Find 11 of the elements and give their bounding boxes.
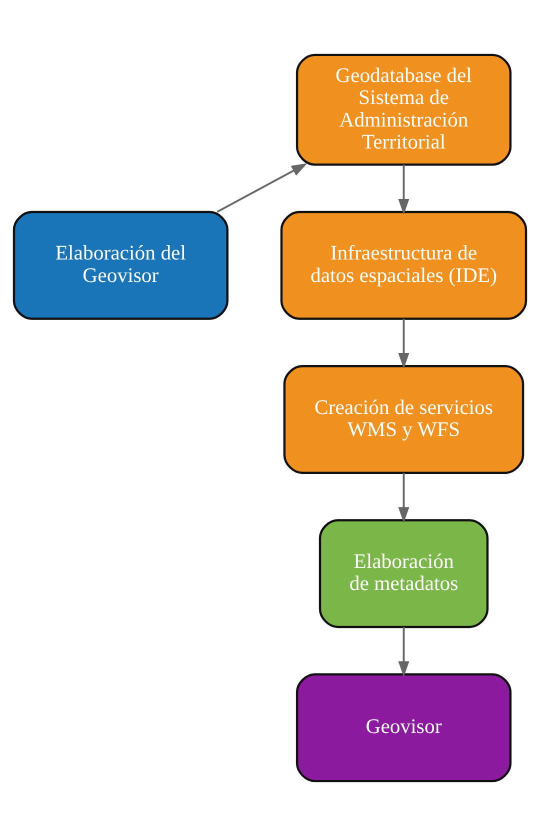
arrow [398,318,410,368]
node-box: Infraestructura de datos espaciales (IDE) [280,210,528,320]
node-box: Geovisor [296,672,512,782]
arrow [398,472,410,522]
node-box: Elaboración del Geovisor [12,210,228,320]
arrow [398,164,410,214]
node-box: Creación de servicios WMS y WFS [283,364,524,474]
node-box: Elaboración de metadatos [318,518,489,628]
arrow [398,626,410,677]
arrow [216,162,308,212]
node-box: Geodatabase del Sistema de Administración Territorial [296,53,512,166]
